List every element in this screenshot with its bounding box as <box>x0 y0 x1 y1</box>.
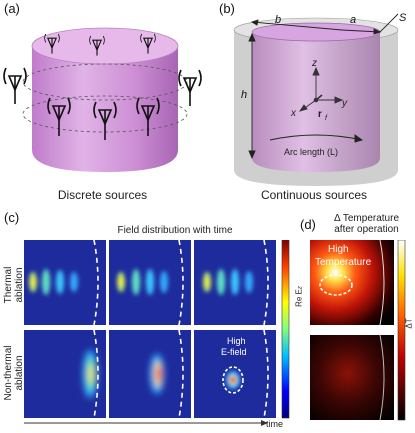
antenna-icon <box>44 33 60 54</box>
axis-y-label: y <box>341 98 348 109</box>
discrete-sources-figure <box>3 27 202 172</box>
nonthermal-frame-2 <box>109 329 191 419</box>
panel-a-label: (a) <box>4 1 20 16</box>
temperature-map-nonthermal <box>310 334 394 421</box>
high-temp-label-2: Temperature <box>315 257 372 268</box>
field-distribution-grid: High E-field <box>24 240 290 426</box>
antenna-icons <box>3 33 202 140</box>
temperature-map-thermal: High Temperature <box>310 240 394 326</box>
discrete-cylinder <box>22 27 188 172</box>
coordinate-axes <box>298 66 344 112</box>
high-temp-label-1: High <box>328 244 349 255</box>
dim-a-label: a <box>350 14 356 26</box>
thermal-frame-2 <box>109 240 191 326</box>
rf-subscript: f <box>325 115 328 122</box>
antenna-icon <box>93 101 117 140</box>
thermal-frame-1 <box>24 240 106 326</box>
axis-z-label: z <box>311 58 317 69</box>
temperature-colorbar-label: ΔT <box>404 318 414 329</box>
high-efield-label-2: E-field <box>221 347 247 357</box>
nonthermal-frame-3: High E-field <box>194 329 276 419</box>
axis-x-label: x <box>290 108 297 119</box>
field-colorbar-label: Re Ez <box>294 286 304 307</box>
high-efield-label-1: High <box>227 336 246 346</box>
panel-d-label: (d) <box>300 217 316 232</box>
temperature-colorbar <box>397 240 406 421</box>
time-label: time <box>266 419 284 429</box>
continuous-sources-figure: b a S h z y x r f Arc length (L) <box>233 12 407 186</box>
temperature-map-grid: High Temperature <box>310 240 406 421</box>
panel-a-caption: Discrete sources <box>57 188 148 202</box>
dim-h-label: h <box>241 89 247 101</box>
rf-label: r <box>318 109 322 120</box>
dim-b-label: b <box>275 14 281 26</box>
antenna-icon <box>47 97 71 136</box>
antenna-icon <box>3 67 27 104</box>
panel-c-title: Field distribution with time <box>117 225 233 236</box>
dimension-lines <box>248 13 399 160</box>
high-efield-circle <box>222 366 244 394</box>
surface-s-label: S <box>399 12 407 24</box>
panel-c-label: (c) <box>4 210 20 225</box>
antenna-icon <box>140 33 156 54</box>
antenna-icon <box>178 69 202 106</box>
field-colorbar <box>281 240 290 419</box>
panel-b-label: (b) <box>219 1 235 16</box>
panel-b-caption: Continuous sources <box>260 188 368 202</box>
nonthermal-frame-1 <box>24 329 106 419</box>
high-temperature-circle <box>319 274 353 296</box>
thermal-frame-3 <box>194 240 276 326</box>
antenna-icon <box>136 97 160 136</box>
antenna-icon <box>89 35 105 56</box>
arc-length-label: Arc length (L) <box>284 147 338 157</box>
